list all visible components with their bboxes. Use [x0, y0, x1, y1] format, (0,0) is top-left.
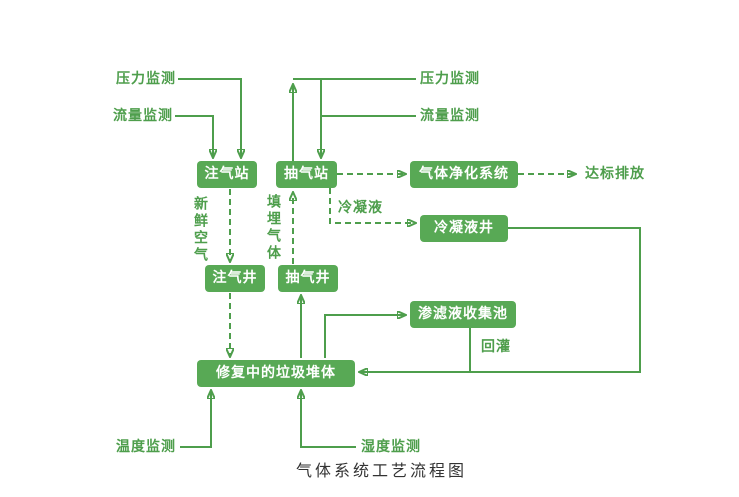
node-extraction-well: 抽气井 — [278, 265, 338, 292]
diagram-title: 气体系统工艺流程图 — [296, 461, 468, 480]
node-condensate-well: 冷凝液井 — [420, 215, 508, 242]
label-flow-monitoring-left: 流量监测 — [113, 108, 173, 124]
arrow-humidity-to-waste-pile — [301, 390, 356, 448]
label-reinjection: 回灌 — [481, 339, 511, 355]
node-waste-pile: 修复中的垃圾堆体 — [197, 360, 355, 387]
label-humidity-monitoring: 湿度监测 — [361, 439, 421, 455]
label-condensate: 冷凝液 — [338, 200, 383, 216]
node-extraction-station: 抽气站 — [276, 161, 337, 188]
node-injection-well: 注气井 — [205, 265, 265, 292]
arrow-condensate-well-return-to-waste-pile — [359, 227, 641, 372]
arrow-condensate-to-condensate-well — [329, 188, 416, 223]
arrow-pressure-left-to-injection-station — [178, 78, 241, 158]
label-flow-monitoring-right: 流量监测 — [420, 108, 480, 124]
label-temperature-monitoring: 温度监测 — [116, 439, 176, 455]
node-injection-station: 注气站 — [197, 161, 257, 188]
label-pressure-monitoring-right: 压力监测 — [420, 71, 480, 87]
arrow-waste-pile-to-leachate-pool — [324, 315, 406, 358]
label-fresh-air: 新鲜空气 — [192, 196, 208, 264]
node-purification-system: 气体净化系统 — [410, 161, 518, 188]
arrow-flow-left-to-injection-station — [175, 115, 213, 158]
label-pressure-monitoring-left: 压力监测 — [116, 71, 176, 87]
arrow-temperature-to-waste-pile — [180, 390, 211, 448]
label-landfill-gas: 填埋气体 — [265, 194, 281, 262]
label-standard-discharge: 达标排放 — [585, 166, 645, 182]
node-leachate-pool: 渗滤液收集池 — [410, 301, 516, 328]
